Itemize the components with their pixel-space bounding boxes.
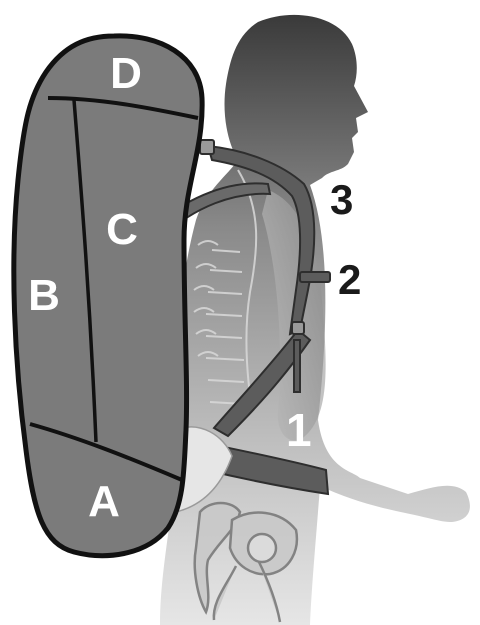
zone-label-a: A [88,477,120,526]
zone-label-c: C [106,205,138,254]
strap-label-3: 3 [330,176,353,223]
zone-label-d: D [110,49,142,98]
zone-label-b: B [28,271,60,320]
strap-label-2: 2 [338,256,361,303]
strap-label-1: 1 [286,404,312,456]
backpack: D C B A [14,36,202,556]
